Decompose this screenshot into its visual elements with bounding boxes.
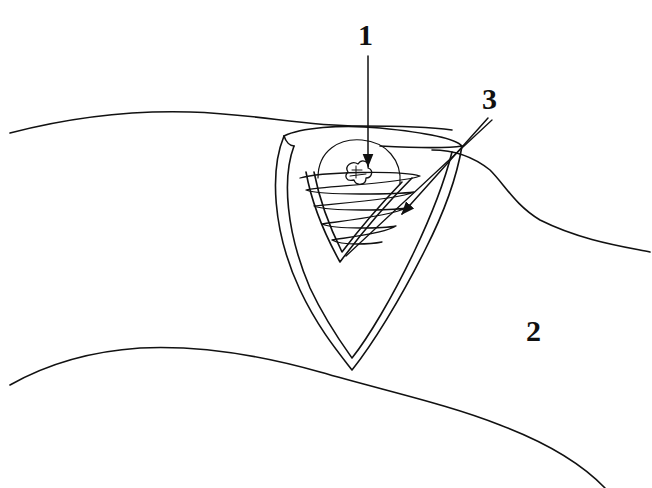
body-contour	[10, 112, 452, 133]
tissue-dome	[318, 140, 400, 184]
callout-number: 2	[526, 316, 541, 346]
lesion	[350, 166, 366, 178]
leader-arrow	[367, 56, 369, 166]
leader-line	[346, 120, 492, 256]
suture-coil	[300, 172, 420, 244]
incision-rim	[284, 136, 294, 146]
incision-outline	[287, 146, 452, 358]
callout-number: 3	[482, 84, 497, 114]
incision-outline	[276, 136, 462, 370]
body-contour	[432, 150, 650, 252]
leader-arrow	[402, 118, 488, 214]
body-contour	[10, 347, 605, 488]
inner-flap	[306, 172, 412, 262]
incision-rim	[284, 126, 462, 147]
callout-number: 1	[358, 20, 373, 50]
